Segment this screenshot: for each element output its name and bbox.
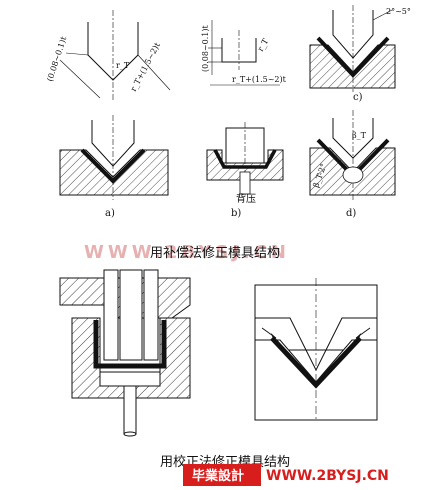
watermark-logo-text: 毕業設計: [192, 468, 244, 484]
diagram-b-top: (0.08~0.1)t r_T r_T+(1.5~2)t: [201, 20, 287, 86]
sub-label-a: a): [105, 208, 115, 219]
dim-b-rt: r_T: [256, 37, 271, 53]
sub-label-d: d): [346, 208, 356, 219]
dim-a-clearance: (0.08~0.1)t: [45, 35, 68, 83]
watermark-logo: 毕業設計: [183, 464, 261, 486]
diagram-die-assembly: [59, 269, 191, 437]
sub-label-b: b): [231, 208, 241, 219]
dim-b-rt-plus: r_T+(1.5~2)t: [232, 75, 287, 84]
dim-a-rt-plus: r_T+(1.5~2)t: [129, 40, 163, 92]
diagram-a-top: (0.08~0.1)t r_T r_T+(1.5~2)t: [45, 10, 171, 100]
caption-figure1: 用补偿法修正模具结构: [150, 246, 280, 261]
label-b-back-pressure: 背压: [236, 192, 256, 205]
diagram-v-die: [254, 278, 378, 421]
diagram-d: β_T β_T-2° d): [309, 110, 396, 219]
dim-a-rt: r_T: [116, 61, 130, 70]
dim-c-angle: 2°~5°: [386, 7, 411, 16]
diagram-c: 2°~5° c): [309, 5, 411, 103]
dim-b-clearance: (0.08~0.1)t: [201, 25, 210, 72]
sub-label-c: c): [353, 92, 363, 103]
watermark-bottom-right: WWW.2BYSJ.CN: [266, 468, 389, 484]
diagram-b-bottom: 背压 b): [206, 122, 284, 219]
watermark-center: WWW.2BYSJ.CN: [84, 242, 290, 263]
diagram-a-bottom: a): [59, 115, 169, 219]
dim-d-beta-t: β_T: [352, 131, 367, 140]
